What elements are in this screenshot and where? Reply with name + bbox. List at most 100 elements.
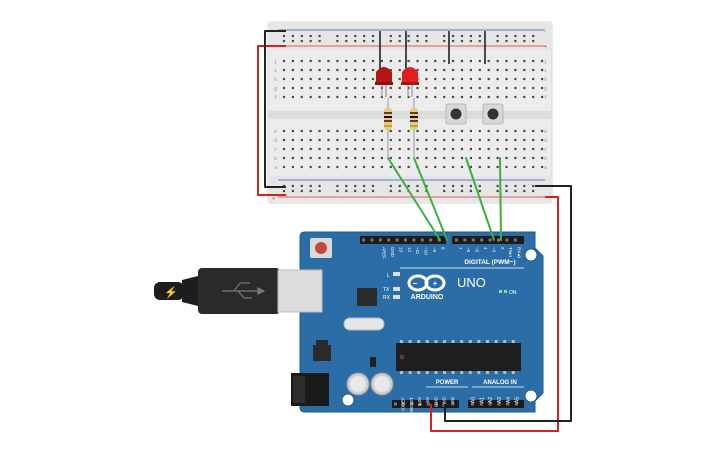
rail-hole bbox=[363, 184, 366, 188]
breadboard-hole bbox=[345, 165, 348, 169]
breadboard-hole bbox=[487, 165, 490, 169]
capacitor-1 bbox=[346, 372, 370, 396]
breadboard-hole bbox=[291, 147, 294, 151]
breadboard-hole bbox=[389, 68, 392, 72]
breadboard-hole bbox=[371, 129, 375, 133]
breadboard-hole bbox=[496, 77, 499, 81]
breadboard-hole bbox=[496, 68, 499, 72]
header-pin bbox=[513, 238, 517, 242]
rail-hole bbox=[318, 184, 321, 188]
wire-led2-pin[interactable] bbox=[413, 157, 448, 241]
rail-hole bbox=[478, 34, 481, 38]
analog-pin-label: A0 bbox=[471, 397, 477, 403]
chip-pin bbox=[511, 340, 515, 343]
chip-pin bbox=[460, 340, 464, 343]
rail-plus-label-bottom: + bbox=[272, 196, 275, 202]
rail-hole bbox=[452, 34, 455, 38]
red-led-2[interactable] bbox=[401, 67, 419, 97]
breadboard-hole bbox=[398, 68, 401, 72]
row-letter: i bbox=[544, 68, 547, 74]
breadboard-hole bbox=[523, 156, 526, 160]
breadboard-hole bbox=[541, 86, 544, 90]
breadboard-hole bbox=[363, 147, 366, 151]
signal-wires[interactable] bbox=[387, 157, 502, 241]
breadboard-hole bbox=[282, 68, 286, 72]
header-pin bbox=[505, 238, 509, 242]
usb-cable[interactable]: ⚡ bbox=[154, 268, 323, 314]
chip-pin bbox=[511, 371, 515, 374]
breadboard-hole bbox=[514, 129, 517, 133]
breadboard-hole bbox=[336, 86, 339, 90]
rail-hole bbox=[300, 184, 303, 188]
wire-button2-pin[interactable] bbox=[499, 157, 502, 241]
rail-hole bbox=[336, 189, 339, 193]
breadboard-hole bbox=[354, 68, 357, 72]
wire-5v[interactable] bbox=[430, 196, 559, 432]
breadboard-hole bbox=[434, 77, 437, 81]
dc-power-jack[interactable] bbox=[291, 373, 329, 406]
breadboard-hole bbox=[505, 68, 508, 72]
breadboard-hole bbox=[407, 59, 410, 63]
digital-pin-label: 2 bbox=[500, 247, 505, 250]
breadboard-hole bbox=[398, 59, 401, 63]
breadboard-hole bbox=[389, 95, 392, 99]
breadboard-hole bbox=[318, 147, 321, 151]
wire-rail-black-left[interactable] bbox=[264, 30, 286, 188]
breadboard-hole bbox=[407, 147, 410, 151]
rail-hole bbox=[505, 189, 508, 193]
wire-button1-pin[interactable] bbox=[465, 157, 495, 241]
breadboard-hole bbox=[532, 77, 535, 81]
chip-pin bbox=[417, 371, 421, 374]
resistor-2[interactable] bbox=[410, 98, 418, 158]
breadboard-hole bbox=[354, 156, 357, 160]
power-header bbox=[392, 400, 459, 408]
rail-hole bbox=[478, 184, 481, 188]
breadboard-hole bbox=[505, 59, 508, 63]
red-led-1[interactable] bbox=[375, 67, 393, 97]
breadboard-hole bbox=[478, 165, 481, 169]
breadboard-hole bbox=[541, 156, 544, 160]
power-pin-label: 3.3V bbox=[417, 397, 422, 406]
breadboard-hole bbox=[460, 59, 464, 63]
breadboard-hole bbox=[309, 68, 312, 72]
rail-hole bbox=[363, 189, 366, 193]
header-pin bbox=[426, 402, 430, 406]
breadboard-hole bbox=[425, 129, 428, 133]
breadboard-hole bbox=[469, 147, 472, 151]
rail-hole bbox=[318, 34, 321, 38]
pushbutton-2[interactable] bbox=[482, 103, 504, 125]
breadboard-hole bbox=[363, 129, 366, 133]
breadboard-hole bbox=[318, 165, 321, 169]
breadboard-hole bbox=[398, 156, 401, 160]
breadboard-hole bbox=[363, 165, 366, 169]
breadboard-hole bbox=[318, 129, 321, 133]
breadboard-hole bbox=[345, 59, 348, 63]
breadboard-hole bbox=[532, 86, 535, 90]
breadboard-hole bbox=[443, 147, 446, 151]
reset-button[interactable] bbox=[310, 238, 332, 258]
chip-pin bbox=[434, 340, 438, 343]
breadboard-hole bbox=[407, 129, 410, 133]
wire-gnd[interactable] bbox=[444, 185, 572, 422]
pushbutton-1[interactable] bbox=[445, 103, 467, 125]
digital-pin-label: ~6 bbox=[466, 247, 471, 253]
breadboard-hole bbox=[443, 138, 446, 142]
breadboard-hole bbox=[532, 138, 535, 142]
ground-wires-breadboard[interactable] bbox=[379, 31, 486, 72]
breadboard-hole bbox=[318, 86, 321, 90]
breadboard-hole bbox=[460, 68, 464, 72]
wire-led1-pin[interactable] bbox=[387, 157, 441, 241]
rail-hole bbox=[389, 184, 392, 188]
breadboard-hole bbox=[487, 147, 490, 151]
wire-rail-red-left[interactable] bbox=[257, 45, 286, 196]
chip-pin bbox=[417, 340, 421, 343]
resistor-1[interactable] bbox=[384, 98, 392, 158]
rail-hole bbox=[443, 184, 446, 188]
rail-minus-label-right: - bbox=[544, 29, 547, 35]
rail-hole bbox=[407, 34, 410, 38]
breadboard-hole bbox=[398, 138, 401, 142]
